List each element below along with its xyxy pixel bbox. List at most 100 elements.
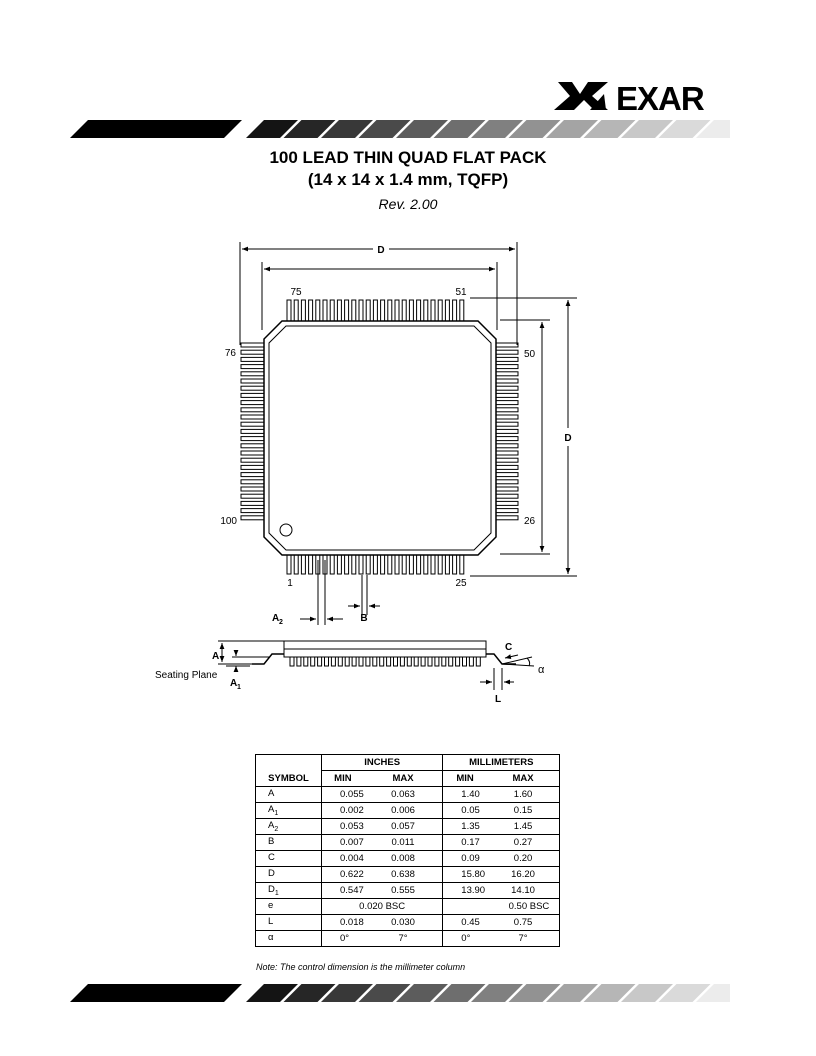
symbol-cell: A: [255, 786, 322, 803]
lead-right: [495, 436, 519, 442]
lead-left: [240, 414, 265, 420]
stripe-segment: [321, 984, 373, 1002]
lead-right: [495, 392, 519, 398]
stripe-segment: [471, 120, 523, 138]
lead-right: [495, 464, 519, 470]
max-mm-cell: 0.15: [486, 802, 561, 819]
stripe-segment: [658, 984, 711, 1002]
lead-left: [240, 371, 265, 377]
lead-right: [495, 450, 519, 456]
lead-bottom: [401, 554, 407, 575]
max-inches-cell: 0.638: [363, 866, 444, 883]
header-max-mm: MAX: [486, 770, 561, 787]
lead-top: [336, 299, 342, 322]
side-lead: [399, 656, 405, 667]
lead-bottom: [437, 554, 443, 575]
side-lead: [427, 656, 433, 667]
side-lead: [393, 656, 398, 667]
table-note: Note: The control dimension is the milli…: [256, 962, 466, 972]
lead-right: [495, 349, 519, 355]
lead-right: [495, 356, 519, 362]
side-lead: [324, 656, 329, 667]
stripe-segment: [508, 120, 561, 138]
side-lead: [379, 656, 385, 667]
lead-bottom: [365, 554, 371, 575]
header-stripe: [70, 120, 730, 138]
lead-left: [240, 486, 265, 492]
inches-span-cell: 0.020 BSC: [320, 898, 444, 915]
max-mm-cell: 0.75: [486, 914, 561, 931]
stripe-segment: [546, 984, 598, 1002]
lead-top: [315, 299, 321, 322]
lead-right: [495, 493, 519, 499]
stripe-segment: [546, 120, 598, 138]
lead-top: [444, 299, 450, 322]
lead-top: [380, 299, 386, 322]
lead-bottom: [351, 554, 357, 575]
header-millimeters: MILLIMETERS: [442, 754, 561, 771]
max-inches-cell: 0.063: [363, 786, 444, 803]
pin-100-label: 100: [220, 516, 237, 527]
symbol-cell: A2: [255, 818, 322, 835]
max-inches-cell: 0.011: [363, 834, 444, 851]
min-inches-cell: 0.007: [320, 834, 364, 851]
pin-1-label: 1: [287, 578, 293, 589]
lead-top: [394, 299, 400, 322]
stripe-segment: [358, 984, 411, 1002]
lead-left: [240, 472, 265, 478]
header-inches: INCHES: [320, 754, 444, 771]
min-inches-cell: 0.053: [320, 818, 364, 835]
pin-51-label: 51: [455, 287, 467, 298]
package-body-inner: [268, 325, 492, 551]
lead-left: [240, 421, 265, 427]
min-mm-cell: 15.80: [442, 866, 487, 883]
dim-a2-subscript: 2: [279, 619, 283, 626]
lead-left: [240, 349, 265, 355]
lead-top: [459, 299, 465, 322]
lead-top: [286, 299, 292, 322]
lead-bottom: [293, 554, 299, 575]
side-lead: [372, 656, 378, 667]
stripe-segment: [508, 984, 561, 1002]
min-mm-cell: 0.05: [442, 802, 487, 819]
lead-bottom: [358, 554, 364, 575]
lead-right: [495, 342, 519, 348]
min-mm-cell: 1.35: [442, 818, 487, 835]
lead-top: [358, 299, 364, 322]
header-min-mm: MIN: [442, 770, 487, 787]
lead-left: [240, 479, 265, 485]
stripe-segment: [696, 120, 730, 138]
lead-top: [408, 299, 414, 322]
max-mm-cell: 1.60: [486, 786, 561, 803]
pin1-marker: [279, 523, 293, 537]
lead-right: [495, 371, 519, 377]
stripe-segment: [471, 984, 523, 1002]
lead-right: [495, 400, 519, 406]
lead-bottom: [329, 554, 335, 575]
lead-right: [495, 508, 519, 514]
lead-bottom: [459, 554, 465, 575]
lead-right: [495, 457, 519, 463]
lead-left: [240, 378, 265, 384]
exar-logo-text: EXAR: [616, 80, 705, 114]
stripe-segment: [358, 120, 411, 138]
stripe-segment: [396, 120, 448, 138]
lead-bottom: [380, 554, 386, 575]
stripe-segment: [621, 984, 673, 1002]
lead-bottom: [394, 554, 400, 575]
lead-left: [240, 436, 265, 442]
package-title: 100 LEAD THIN QUAD FLAT PACK: [269, 148, 547, 167]
pin-75-label: 75: [290, 287, 302, 298]
lead-top: [416, 299, 422, 322]
lead-top: [308, 299, 314, 322]
min-inches-cell: 0.547: [320, 882, 364, 899]
lead-bottom: [416, 554, 422, 575]
side-lead: [317, 656, 323, 667]
lead-bottom: [286, 554, 292, 575]
lead-right: [495, 414, 519, 420]
